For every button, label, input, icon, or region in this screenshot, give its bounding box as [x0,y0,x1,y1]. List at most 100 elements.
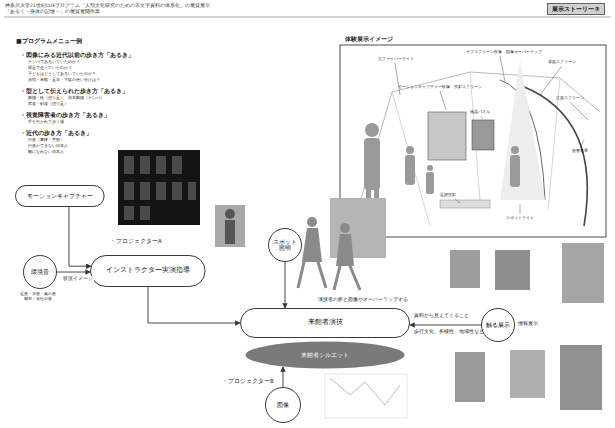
connector [69,207,91,266]
illustration-shape [172,182,182,200]
node-shape [246,342,405,369]
menu-item: 行進ができない日本人 [28,144,68,149]
node-shape [241,309,410,338]
leader-line [540,66,562,95]
leader-line [440,91,446,110]
exhibit-photo [450,250,480,288]
illustration-shape [298,262,326,288]
header-rule [4,17,611,18]
instructor-figure [225,209,235,219]
illustration-shape [365,123,379,137]
shadow-band: 来館者シルエット [245,341,405,369]
exhibit-label: 情報展示 [518,321,538,327]
leader-line [520,204,521,214]
menu-heading: ・図像にみる近代以前の歩き方「あるき」 [20,52,134,58]
node-shape [91,256,206,287]
illustration-shape [302,228,322,262]
note-text: 資料から見えてくること [414,313,469,318]
leader-line [580,140,584,148]
leader-line [455,199,460,203]
illustration-shape [188,182,196,200]
node-shape [482,309,515,342]
header-text: 「あるく－身体の記憶－」の展覧展開作業 [5,9,100,14]
node-shape [269,229,302,262]
note-text: 演技者の影と図像がオーバーラップする [318,297,408,302]
note-text: 歩行文化、多様性、地域性など [414,329,484,334]
node-shape [548,4,605,15]
node-text: 展示ストーリー③ [552,6,599,13]
illustration-shape [511,146,519,154]
source-circle: 触る展示 [481,308,515,342]
capture-screen [428,112,466,160]
illustration-shape [307,217,317,227]
illustration-shape [510,155,520,187]
menu-item: 靴になれない日本人 [28,150,64,155]
illustration-shape [156,156,166,174]
illustration-shape [364,138,380,190]
illustration-shape [124,156,134,174]
edge-label: 状況イメージ [62,276,94,281]
sketch-image [330,378,400,405]
process-box: 来館者演技 [240,308,410,338]
node-text: 図像 [277,402,289,409]
menu-item: 行進（軍隊・学校） [28,138,64,143]
callout-label: 背面スクリーン [548,60,576,65]
connector [57,272,90,273]
leader-line [500,56,505,82]
node-text: インストラクター実演指導 [106,267,190,274]
source-circle: 環境音 [23,255,57,289]
menu-item: 裸足で走っていたのか？ [28,66,72,71]
illustration-shape [336,234,354,266]
node-text: 来館者演技 [308,319,343,326]
illustration-shape [334,266,360,290]
section-heading: 体験展示イメージ [345,36,393,42]
illustration-shape [124,206,134,220]
node-text: モーションキャプチャー [27,193,93,200]
sketch-image [325,374,407,418]
callout-label: 光ファイバーライト [378,57,414,62]
node-content: 環境音 [23,255,57,289]
capture-image [118,150,200,225]
illustration-shape [405,155,415,185]
tent-outline [352,72,600,230]
connector [410,325,481,326]
node-content: モーションキャプチャー [15,185,105,207]
menu-item: 子どもはどうしてあるいていたのか？ [28,72,96,77]
source-circle: 図像 [265,387,301,423]
exhibit-photo [495,250,530,290]
capture-frames [124,156,196,220]
story-tag: 展示ストーリー③ [547,3,605,15]
node-shape [24,256,57,289]
illustration-shape [140,206,150,220]
connector [283,367,284,387]
leader-line [481,116,483,119]
node-text: 来館者シルエット [301,352,349,358]
callout-label: モーションキャプチャー映像 投影スクリーン [398,85,482,90]
note-text: 都市・寺社の音 [24,297,52,301]
node-content: 図像 [265,387,301,423]
menu-item: 舞踊・能（摺り足） 日本舞踊（ナンバ） [28,96,104,101]
source-circle: スポット照明 [268,228,302,262]
illustration-shape [426,172,434,194]
menu-item: 武道・剣道（摺り足） [28,102,68,107]
instructor-figure [225,220,235,244]
illustration-shape [140,182,150,200]
instructor-photo [215,205,245,247]
process-box: インストラクター実演指導 [90,255,206,287]
process-box: モーションキャプチャー [15,185,105,207]
menu-item: 手を引かれて歩く場 [28,120,64,125]
node-text: 環境音 [31,269,49,276]
menu-item: ナンバであるいていたのか？ [28,60,80,65]
exhibit-photo [455,352,485,402]
illustration-shape [172,156,182,174]
node-shape [266,388,301,423]
callout-label: スポットライト [506,216,534,221]
visitor-figures [364,123,520,222]
menu-heading: ・視覚障害者の歩き方「あるき」 [20,112,110,118]
illustration-shape [140,156,150,174]
callout-label: 足跡投影 [440,193,456,198]
callout-label: 液晶パネル [470,110,490,115]
section-heading: ■プログラムメニュー例 [16,38,82,45]
node-content: 展示ストーリー③ [547,3,605,15]
leader-line [395,63,400,95]
